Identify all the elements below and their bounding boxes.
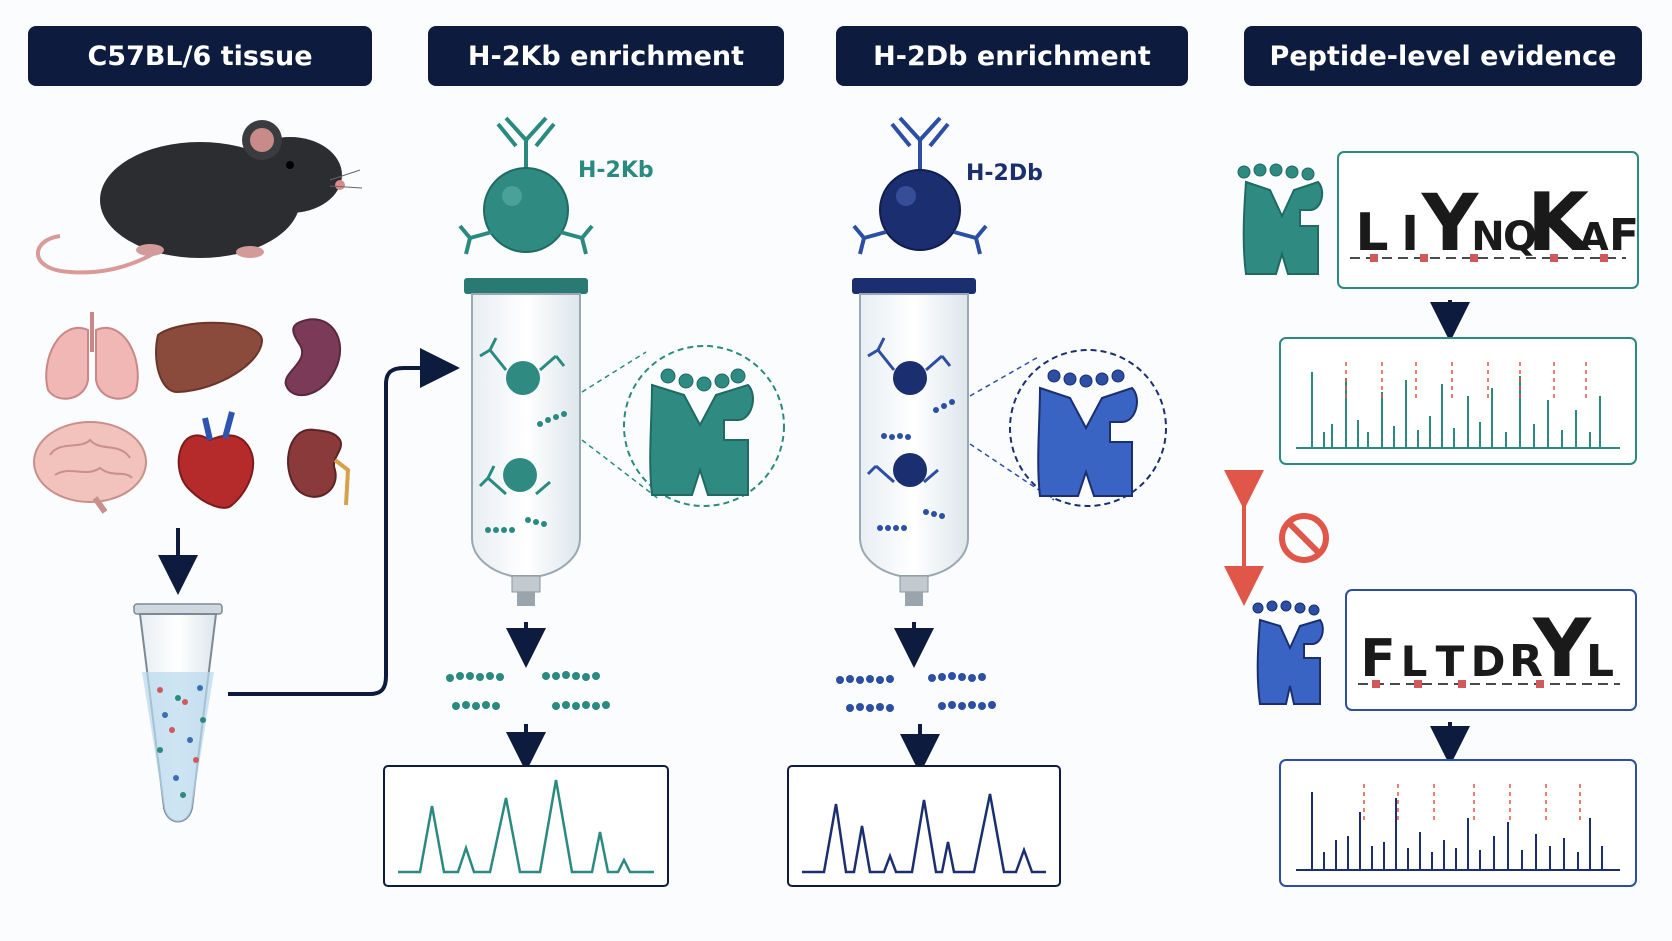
kb-zoom-callout bbox=[581, 345, 785, 507]
kb-motif-letter: Q bbox=[1503, 214, 1537, 260]
db-motif-letter: L bbox=[1586, 636, 1614, 687]
spleen-icon bbox=[284, 318, 341, 396]
db-label: H-2Db bbox=[966, 161, 1043, 186]
kb-eluted-peptides bbox=[446, 671, 610, 710]
db-eluted-peptides bbox=[836, 672, 996, 712]
header-evidence: Peptide-level evidence bbox=[1244, 26, 1642, 86]
kidney-icon bbox=[287, 428, 351, 506]
heart-icon bbox=[177, 411, 255, 509]
arrow-lysate-to-columns bbox=[228, 348, 460, 696]
liver-icon bbox=[155, 321, 264, 394]
db-affinity-column bbox=[852, 278, 976, 606]
kb-motif-letter: N bbox=[1471, 214, 1504, 260]
kb-antibody-bead-icon bbox=[458, 116, 594, 255]
prohibited-icon bbox=[1279, 513, 1329, 563]
db-motif-letter: R bbox=[1509, 636, 1543, 687]
kb-label: H-2Kb bbox=[578, 158, 654, 183]
kb-mhc-small-icon bbox=[1237, 163, 1324, 275]
kb-motif-letter: I bbox=[1401, 206, 1419, 262]
header-tissue: C57BL/6 tissue bbox=[28, 26, 372, 86]
db-motif-letter: D bbox=[1471, 637, 1506, 686]
header-kb: H-2Kb enrichment bbox=[428, 26, 784, 86]
db-motif-letter: L bbox=[1401, 637, 1428, 686]
kb-motif-letter: A bbox=[1579, 215, 1609, 259]
kb-chromatogram bbox=[383, 765, 669, 887]
db-motif-letter: Y bbox=[1532, 602, 1592, 695]
microtube-icon bbox=[133, 603, 223, 823]
db-motif-letter: F bbox=[1360, 629, 1396, 689]
db-antibody-bead-icon bbox=[852, 116, 988, 255]
lung-icon bbox=[45, 312, 139, 400]
kb-motif-letter: Y bbox=[1421, 179, 1480, 269]
kb-affinity-column bbox=[464, 278, 588, 606]
kb-ms2-spectrum bbox=[1279, 337, 1637, 465]
header-db: H-2Db enrichment bbox=[836, 26, 1188, 86]
header-evidence-label: Peptide-level evidence bbox=[1270, 41, 1617, 72]
db-motif-letter: T bbox=[1436, 637, 1465, 686]
kb-motif-letter: K bbox=[1527, 176, 1592, 269]
header-db-label: H-2Db enrichment bbox=[873, 41, 1151, 72]
db-zoom-callout bbox=[969, 349, 1167, 507]
db-ms2-spectrum bbox=[1279, 759, 1637, 887]
db-chromatogram bbox=[787, 765, 1061, 887]
mouse-icon bbox=[35, 120, 363, 275]
kb-motif-letter: L bbox=[1355, 203, 1388, 263]
db-mhc-small-icon bbox=[1252, 600, 1324, 705]
header-tissue-label: C57BL/6 tissue bbox=[87, 41, 312, 72]
brain-icon bbox=[33, 421, 147, 514]
header-kb-label: H-2Kb enrichment bbox=[468, 41, 744, 72]
kb-motif-letter: F bbox=[1609, 210, 1639, 261]
